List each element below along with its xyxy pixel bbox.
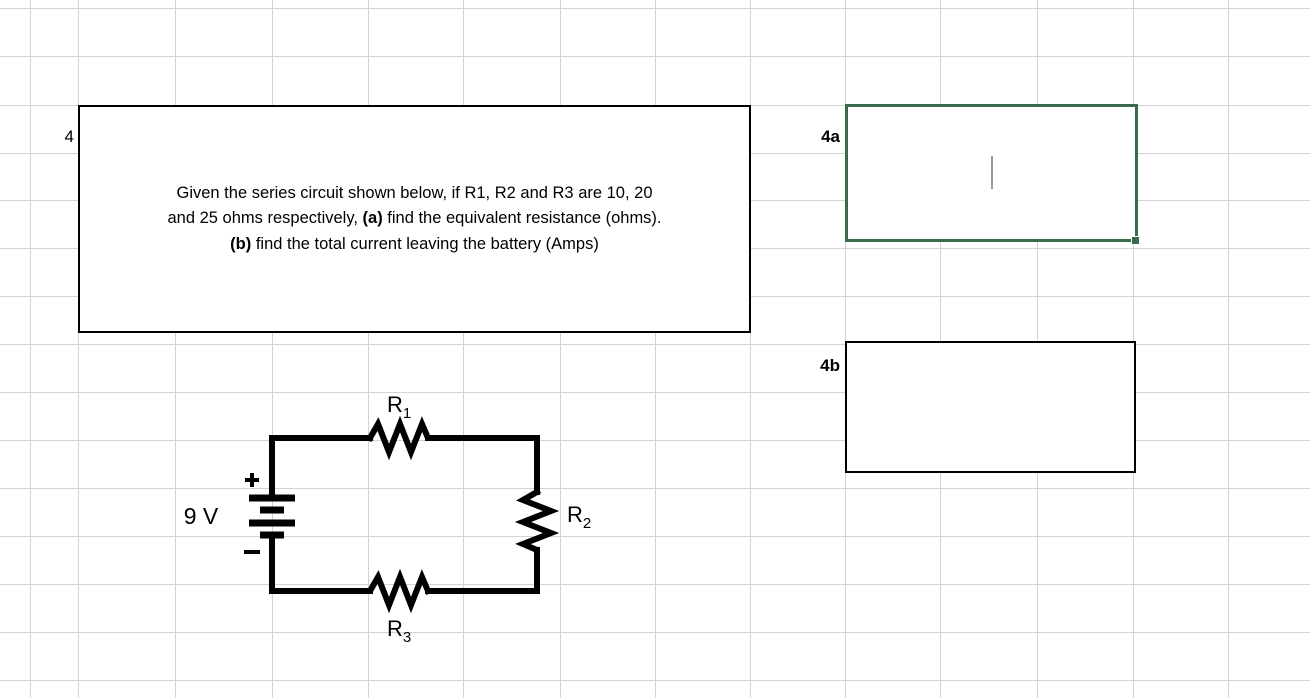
question-part-a-marker: (a) (362, 209, 383, 228)
answer-b-label: 4b (820, 356, 840, 375)
question-line-2-prefix: and 25 ohms respectively, (167, 209, 363, 228)
resistor-r3-zigzag (362, 568, 432, 614)
question-number-label: 4 (64, 127, 74, 146)
battery-symbol (249, 494, 295, 539)
fill-handle[interactable] (1131, 236, 1140, 245)
question-line-3-suffix: find the total current leaving the batte… (251, 234, 599, 253)
resistor-r2-label: R2 (567, 502, 591, 532)
circuit-wires (269, 415, 560, 614)
gridline-vertical-13 (1228, 0, 1229, 698)
gridline-horizontal-0 (0, 8, 1310, 9)
answer-a-label: 4a (821, 127, 840, 146)
resistor-r1-zigzag (365, 415, 436, 461)
gridline-vertical-0 (30, 0, 31, 698)
gridline-horizontal-1 (0, 56, 1310, 57)
question-text-box: Given the series circuit shown below, if… (78, 105, 751, 333)
resistor-r2-zigzag (514, 487, 560, 558)
text-cursor-icon (990, 156, 993, 189)
circuit-diagram: 9 V R1 R2 R3 (175, 380, 625, 660)
battery-voltage-label: 9 V (184, 503, 219, 529)
question-text: Given the series circuit shown below, if… (86, 181, 743, 258)
question-line-2-suffix: find the equivalent resistance (ohms). (382, 209, 662, 228)
question-line-1: Given the series circuit shown below, if… (176, 183, 653, 202)
battery-polarity (244, 473, 260, 554)
question-part-b-marker: (b) (230, 234, 252, 253)
answer-a-cell[interactable] (845, 104, 1138, 242)
resistor-r1-label: R1 (387, 392, 411, 422)
gridline-horizontal-14 (0, 680, 1310, 681)
answer-b-cell[interactable] (845, 341, 1136, 473)
resistor-r3-label: R3 (387, 616, 411, 646)
